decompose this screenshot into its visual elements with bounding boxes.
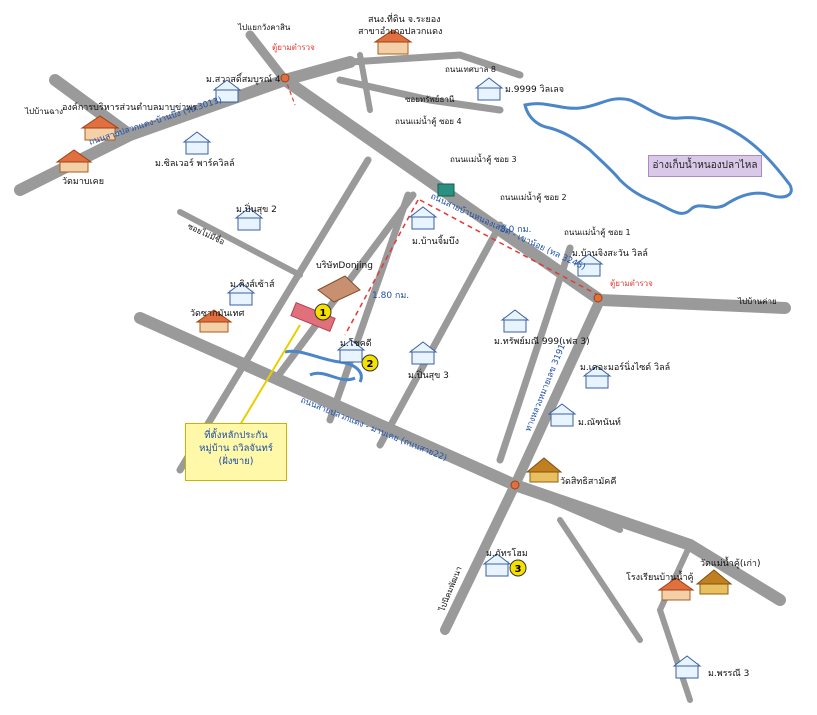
temple-icon: [695, 569, 733, 595]
office-icon: [80, 115, 120, 141]
svg-text:ม.คิงส์เซ้าส์: ม.คิงส์เซ้าส์: [230, 278, 275, 290]
svg-text:ม.เดอะมอร์นิ่งไซด์ วิลล์: ม.เดอะมอร์นิ่งไซด์ วิลล์: [580, 360, 670, 373]
svg-text:ม.ณัฑนันท์: ม.ณัฑนันท์: [578, 416, 621, 428]
note-line-3: (ฝั่งขาย): [218, 456, 254, 467]
note-line-2: หมู่บ้าน ถวิลจันทร์: [199, 443, 273, 454]
svg-text:ถนนแม่น้ำคู้ ซอย 2: ถนนแม่น้ำคู้ ซอย 2: [500, 191, 567, 203]
house-icon: [500, 309, 530, 333]
house-icon: [408, 341, 438, 365]
svg-text:วัดสิทธิสามัคคี: วัดสิทธิสามัคคี: [560, 476, 616, 487]
svg-text:1: 1: [320, 308, 327, 319]
svg-text:ถนนแม่น้ำคู้ ซอย 3: ถนนแม่น้ำคู้ ซอย 3: [450, 153, 517, 165]
office-icon: [373, 29, 413, 55]
svg-text:วัดมาบเคย: วัดมาบเคย: [62, 177, 104, 187]
svg-text:3: 3: [515, 564, 522, 575]
marker-3: 3: [509, 559, 527, 577]
house-icon: [212, 79, 242, 103]
svg-text:ม.บ้านจิงสะวัน วิลล์: ม.บ้านจิงสะวัน วิลล์: [572, 247, 648, 259]
house-icon: [408, 206, 438, 230]
svg-text:ซอยทรัพย์ธานี: ซอยทรัพย์ธานี: [405, 94, 455, 104]
svg-text:1.80 กม.: 1.80 กม.: [372, 291, 409, 301]
house-icon: [574, 253, 604, 277]
house-icon: [226, 282, 256, 306]
svg-text:ม.ทรัพย์มณี 999(เฟส 3): ม.ทรัพย์มณี 999(เฟส 3): [494, 335, 590, 347]
svg-text:ม.สวาสดิ์สมบูรณ์ 4: ม.สวาสดิ์สมบูรณ์ 4: [206, 72, 281, 85]
svg-text:ม.ซิลเวอร์ พาร์ควิลล์: ม.ซิลเวอร์ พาร์ควิลล์: [155, 157, 235, 169]
temple-icon: [195, 309, 233, 333]
svg-text:ม.บ้านจิ้มบึง: ม.บ้านจิ้มบึง: [412, 234, 459, 247]
house-icon: [672, 655, 702, 679]
temple-icon: [55, 149, 93, 173]
house-icon: [482, 553, 512, 577]
svg-text:สาขาอำเภอปลวกแดง: สาขาอำเภอปลวกแดง: [358, 26, 442, 37]
svg-text:โรงเรียนบ้านน้ำคู้: โรงเรียนบ้านน้ำคู้: [626, 570, 694, 583]
svg-text:วัดแม่น้ำคู้(เก่า): วัดแม่น้ำคู้(เก่า): [700, 556, 760, 569]
svg-text:ตู้ยามตำรวจ: ตู้ยามตำรวจ: [610, 279, 653, 289]
road-marker-icons: [280, 73, 603, 490]
svg-text:ไปบ้านฉาง: ไปบ้านฉาง: [24, 107, 63, 116]
svg-text:3.0 กม.: 3.0 กม.: [500, 225, 531, 235]
svg-text:ถนนแม่น้ำคู้ ซอย 1: ถนนแม่น้ำคู้ ซอย 1: [564, 226, 631, 238]
svg-text:ม.โชคดี: ม.โชคดี: [340, 338, 372, 349]
svg-text:องค์การบริหารส่วนตำบลมาบข่าพร: องค์การบริหารส่วนตำบลมาบข่าพร: [62, 101, 197, 113]
svg-text:ตู้ยามตำรวจ: ตู้ยามตำรวจ: [272, 43, 315, 53]
svg-text:ไปแยกวังคาสิน: ไปแยกวังคาสิน: [237, 23, 291, 32]
svg-text:2: 2: [367, 359, 374, 370]
house-icon: [336, 339, 366, 363]
reservoir-icon: [437, 183, 455, 197]
svg-text:ถนนแม่น้ำคู้ ซอย 4: ถนนแม่น้ำคู้ ซอย 4: [395, 115, 462, 127]
svg-text:ถนนสายปลวกแดง - มาบเคย (ถนนสาย: ถนนสายปลวกแดง - มาบเคย (ถนนสาย22): [299, 396, 448, 464]
svg-text:สนง.ที่ดิน จ.ระยอง: สนง.ที่ดิน จ.ระยอง: [368, 12, 441, 25]
house-icons: [182, 77, 702, 679]
svg-text:ม.ปิ่นสุข 3: ม.ปิ่นสุข 3: [408, 368, 449, 381]
roads: [14, 30, 791, 703]
svg-text:ไปบ้านค่าย: ไปบ้านค่าย: [737, 297, 777, 306]
house-icon: [474, 77, 504, 101]
svg-text:วัดซากมันเทศ: วัดซากมันเทศ: [190, 309, 245, 319]
svg-text:ม.พรรณี 3: ม.พรรณี 3: [708, 668, 749, 679]
svg-text:ม.9999 วิลเลจ: ม.9999 วิลเลจ: [505, 84, 564, 95]
svg-text:ม.ภัทรโฮม: ม.ภัทรโฮม: [486, 548, 528, 559]
temple-icons: [55, 29, 733, 601]
house-icon: [582, 365, 612, 389]
reservoir-label: อ่างเก็บน้ำหนองปลาไหล: [648, 155, 762, 177]
school-icon: [657, 577, 695, 601]
distance-lines: [284, 77, 599, 336]
factory-icon: [317, 275, 361, 303]
svg-text:บริษัทDonjing: บริษัทDonjing: [316, 260, 373, 271]
svg-text:ถนนเทศบาล 8: ถนนเทศบาล 8: [445, 65, 496, 74]
house-icon: [182, 131, 212, 155]
svg-text:ม.ปิ่นสุข 2: ม.ปิ่นสุข 2: [236, 202, 277, 215]
collateral-note: ที่ตั้งหลักประกัน หมู่บ้าน ถวิลจันทร์ (ฝ…: [185, 423, 287, 481]
marker-2: 2: [361, 354, 379, 372]
house-icon: [547, 403, 577, 427]
marker-1: 1: [314, 303, 332, 321]
map-labels: ไปแยกวังคาสิน ตู้ยามตำรวจ ถนนเทศบาล 8 สน…: [24, 12, 777, 679]
note-line-1: ที่ตั้งหลักประกัน: [204, 430, 268, 441]
house-icon: [234, 207, 264, 231]
temple-icon: [525, 457, 563, 483]
